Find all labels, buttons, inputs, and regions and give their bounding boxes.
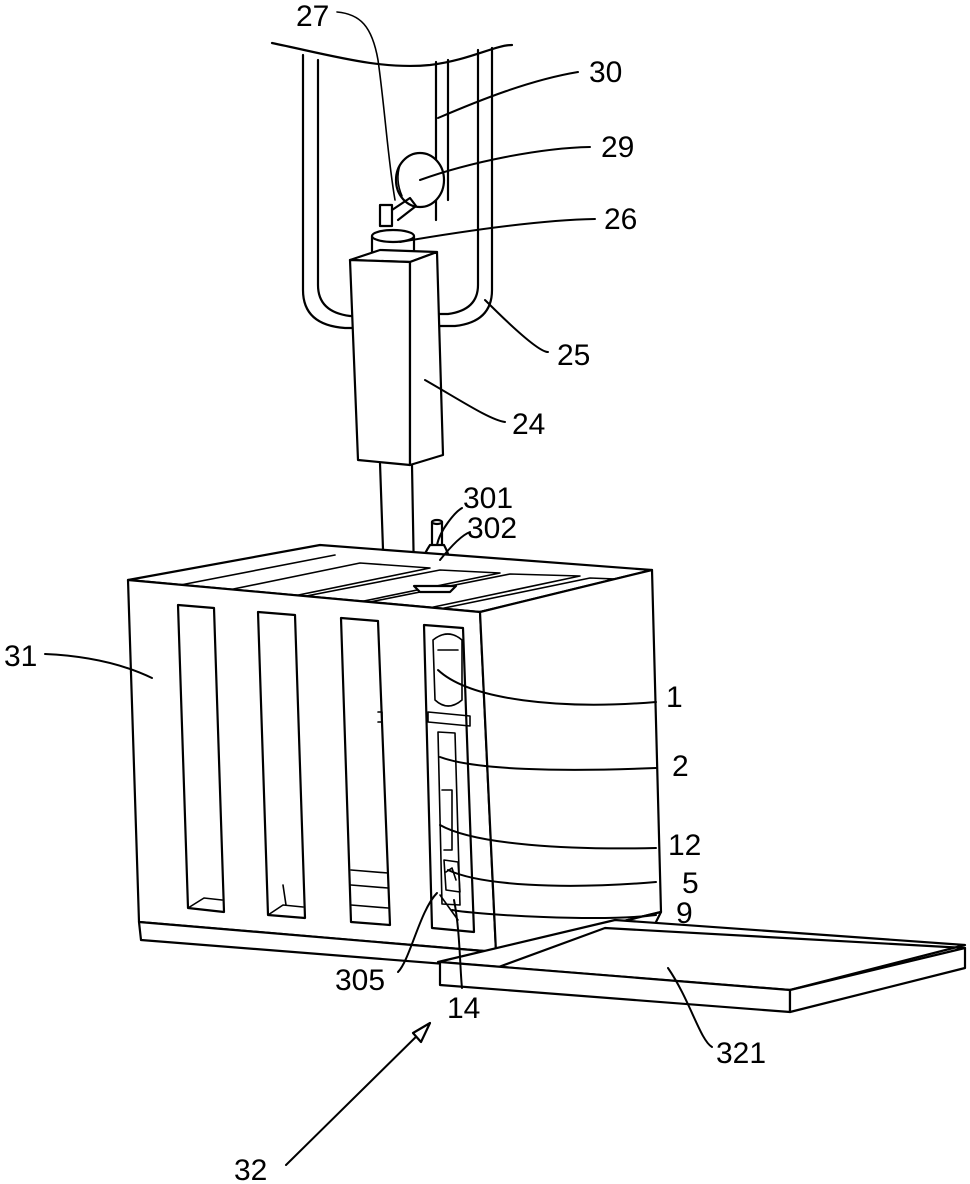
label-302: 302 (467, 512, 517, 545)
label-321: 321 (716, 1037, 766, 1070)
cable-27 (337, 12, 395, 200)
label-31: 31 (4, 640, 37, 673)
label-26: 26 (604, 203, 637, 236)
label-2: 2 (672, 750, 689, 783)
label-1: 1 (666, 681, 683, 714)
label-5: 5 (682, 867, 699, 900)
label-305: 305 (335, 964, 385, 997)
label-9: 9 (676, 897, 693, 930)
label-29: 29 (601, 131, 634, 164)
label-25: 25 (557, 339, 590, 372)
label-12: 12 (668, 829, 701, 862)
cylinder-24 (350, 250, 443, 465)
label-24: 24 (512, 408, 545, 441)
label-301: 301 (463, 482, 513, 515)
label-30: 30 (589, 56, 622, 89)
label-14: 14 (447, 992, 480, 1025)
box-31 (128, 545, 661, 968)
label-27: 27 (296, 0, 329, 33)
label-32: 32 (234, 1154, 267, 1184)
